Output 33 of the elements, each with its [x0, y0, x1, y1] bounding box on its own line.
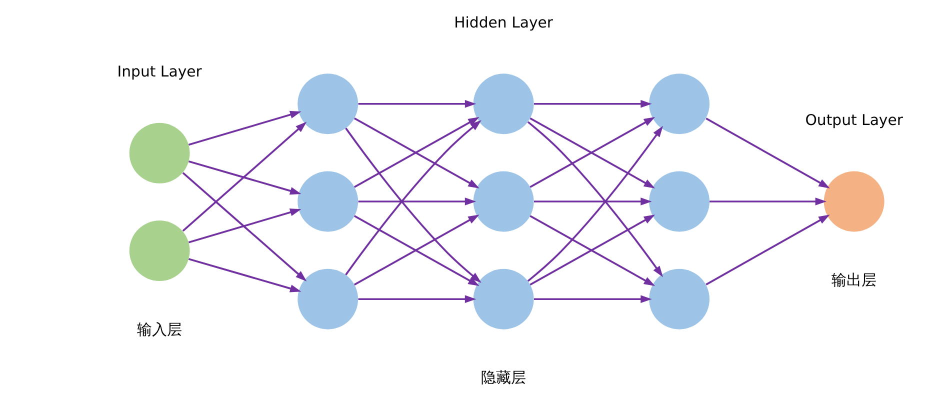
- arrow: [188, 208, 301, 244]
- arrow: [534, 198, 652, 206]
- arrow: [182, 122, 306, 232]
- label: 输出层: [831, 270, 876, 289]
- arrow: [358, 198, 476, 206]
- node-circle: [472, 268, 534, 330]
- arrow: [705, 118, 830, 188]
- node-circle: [297, 74, 358, 134]
- node-circle: [648, 171, 710, 232]
- node-circle: [472, 74, 534, 134]
- arrow: [705, 214, 830, 286]
- arrow: [188, 258, 301, 292]
- arrow: [709, 198, 826, 206]
- node-circle: [648, 268, 710, 330]
- arrow: [188, 160, 301, 195]
- node-circle: [823, 171, 884, 232]
- arrow: [358, 100, 476, 108]
- label: Output Layer: [804, 111, 902, 130]
- arrow: [358, 295, 476, 304]
- arrow: [534, 100, 652, 108]
- label: Input Layer: [116, 62, 202, 81]
- label: 输入层: [136, 320, 182, 338]
- arrow: [534, 295, 652, 304]
- node-circle: [128, 220, 190, 281]
- node-circle: [297, 268, 358, 330]
- node-circle: [472, 171, 534, 232]
- label: Hidden Layer: [454, 13, 553, 32]
- node-circle: [297, 171, 358, 232]
- arrow: [182, 172, 306, 282]
- arrow: [188, 110, 301, 146]
- node-circle: [648, 74, 710, 134]
- node-circle: [128, 122, 190, 184]
- label: 隐藏层: [480, 368, 526, 387]
